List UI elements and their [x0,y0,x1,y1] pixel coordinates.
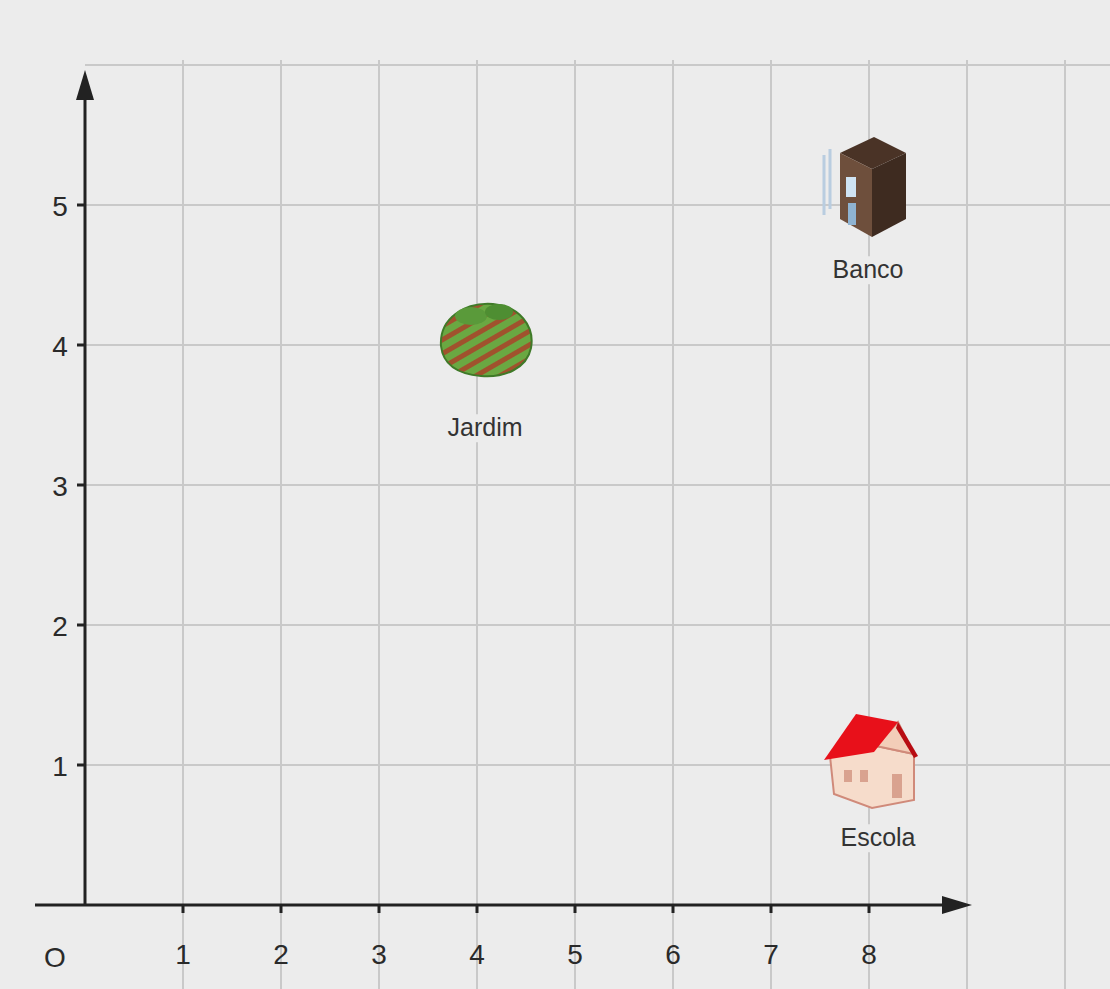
tick-mark [574,905,577,913]
grid-line [966,60,968,989]
grid-line [85,624,1110,626]
tick-mark [672,905,675,913]
tick-mark [868,905,871,913]
grid-lines [85,60,1110,989]
grid-line [574,60,576,989]
axes [35,70,972,914]
tick-mark [770,905,773,913]
grid-line [280,60,282,989]
grid-line [182,60,184,989]
tick-mark [77,484,85,487]
y-axis [84,95,87,905]
bank-icon [824,137,906,237]
place-label: Banco [830,256,907,284]
axis-label: 4 [466,940,488,971]
axis-label: 2 [270,940,292,971]
school-icon [824,714,918,808]
axis-label: 6 [662,940,684,971]
place-label: Jardim [444,414,525,442]
y-arrowhead [76,70,94,100]
axis-label: 1 [172,940,194,971]
tick-mark [476,905,479,913]
axis-label: 4 [49,332,71,363]
tick-mark [182,905,185,913]
grid-line [378,60,380,989]
grid-line [672,60,674,989]
axis-label: 2 [49,612,71,643]
x-axis [35,904,945,907]
garden-icon [441,304,532,376]
axis-label: 1 [49,752,71,783]
tick-mark [77,624,85,627]
axis-label: 7 [760,940,782,971]
grid-line [1064,60,1066,989]
axis-label: 3 [49,472,71,503]
grid-line [85,484,1110,486]
tick-mark [77,204,85,207]
tick-marks [77,205,869,913]
axis-label: 3 [368,940,390,971]
axis-label: 5 [49,192,71,223]
grid-line [85,764,1110,766]
tick-mark [378,905,381,913]
grid-line [476,60,478,989]
tick-mark [77,344,85,347]
tick-mark [77,764,85,767]
tick-mark [280,905,283,913]
axis-label: 5 [564,940,586,971]
axis-label: O [41,943,69,974]
grid-line [85,204,1110,206]
x-arrowhead [942,896,972,914]
axis-label: 8 [858,940,880,971]
place-label: Escola [837,824,918,852]
grid-line [85,64,1110,66]
grid-line [770,60,772,989]
grid-line [85,344,1110,346]
